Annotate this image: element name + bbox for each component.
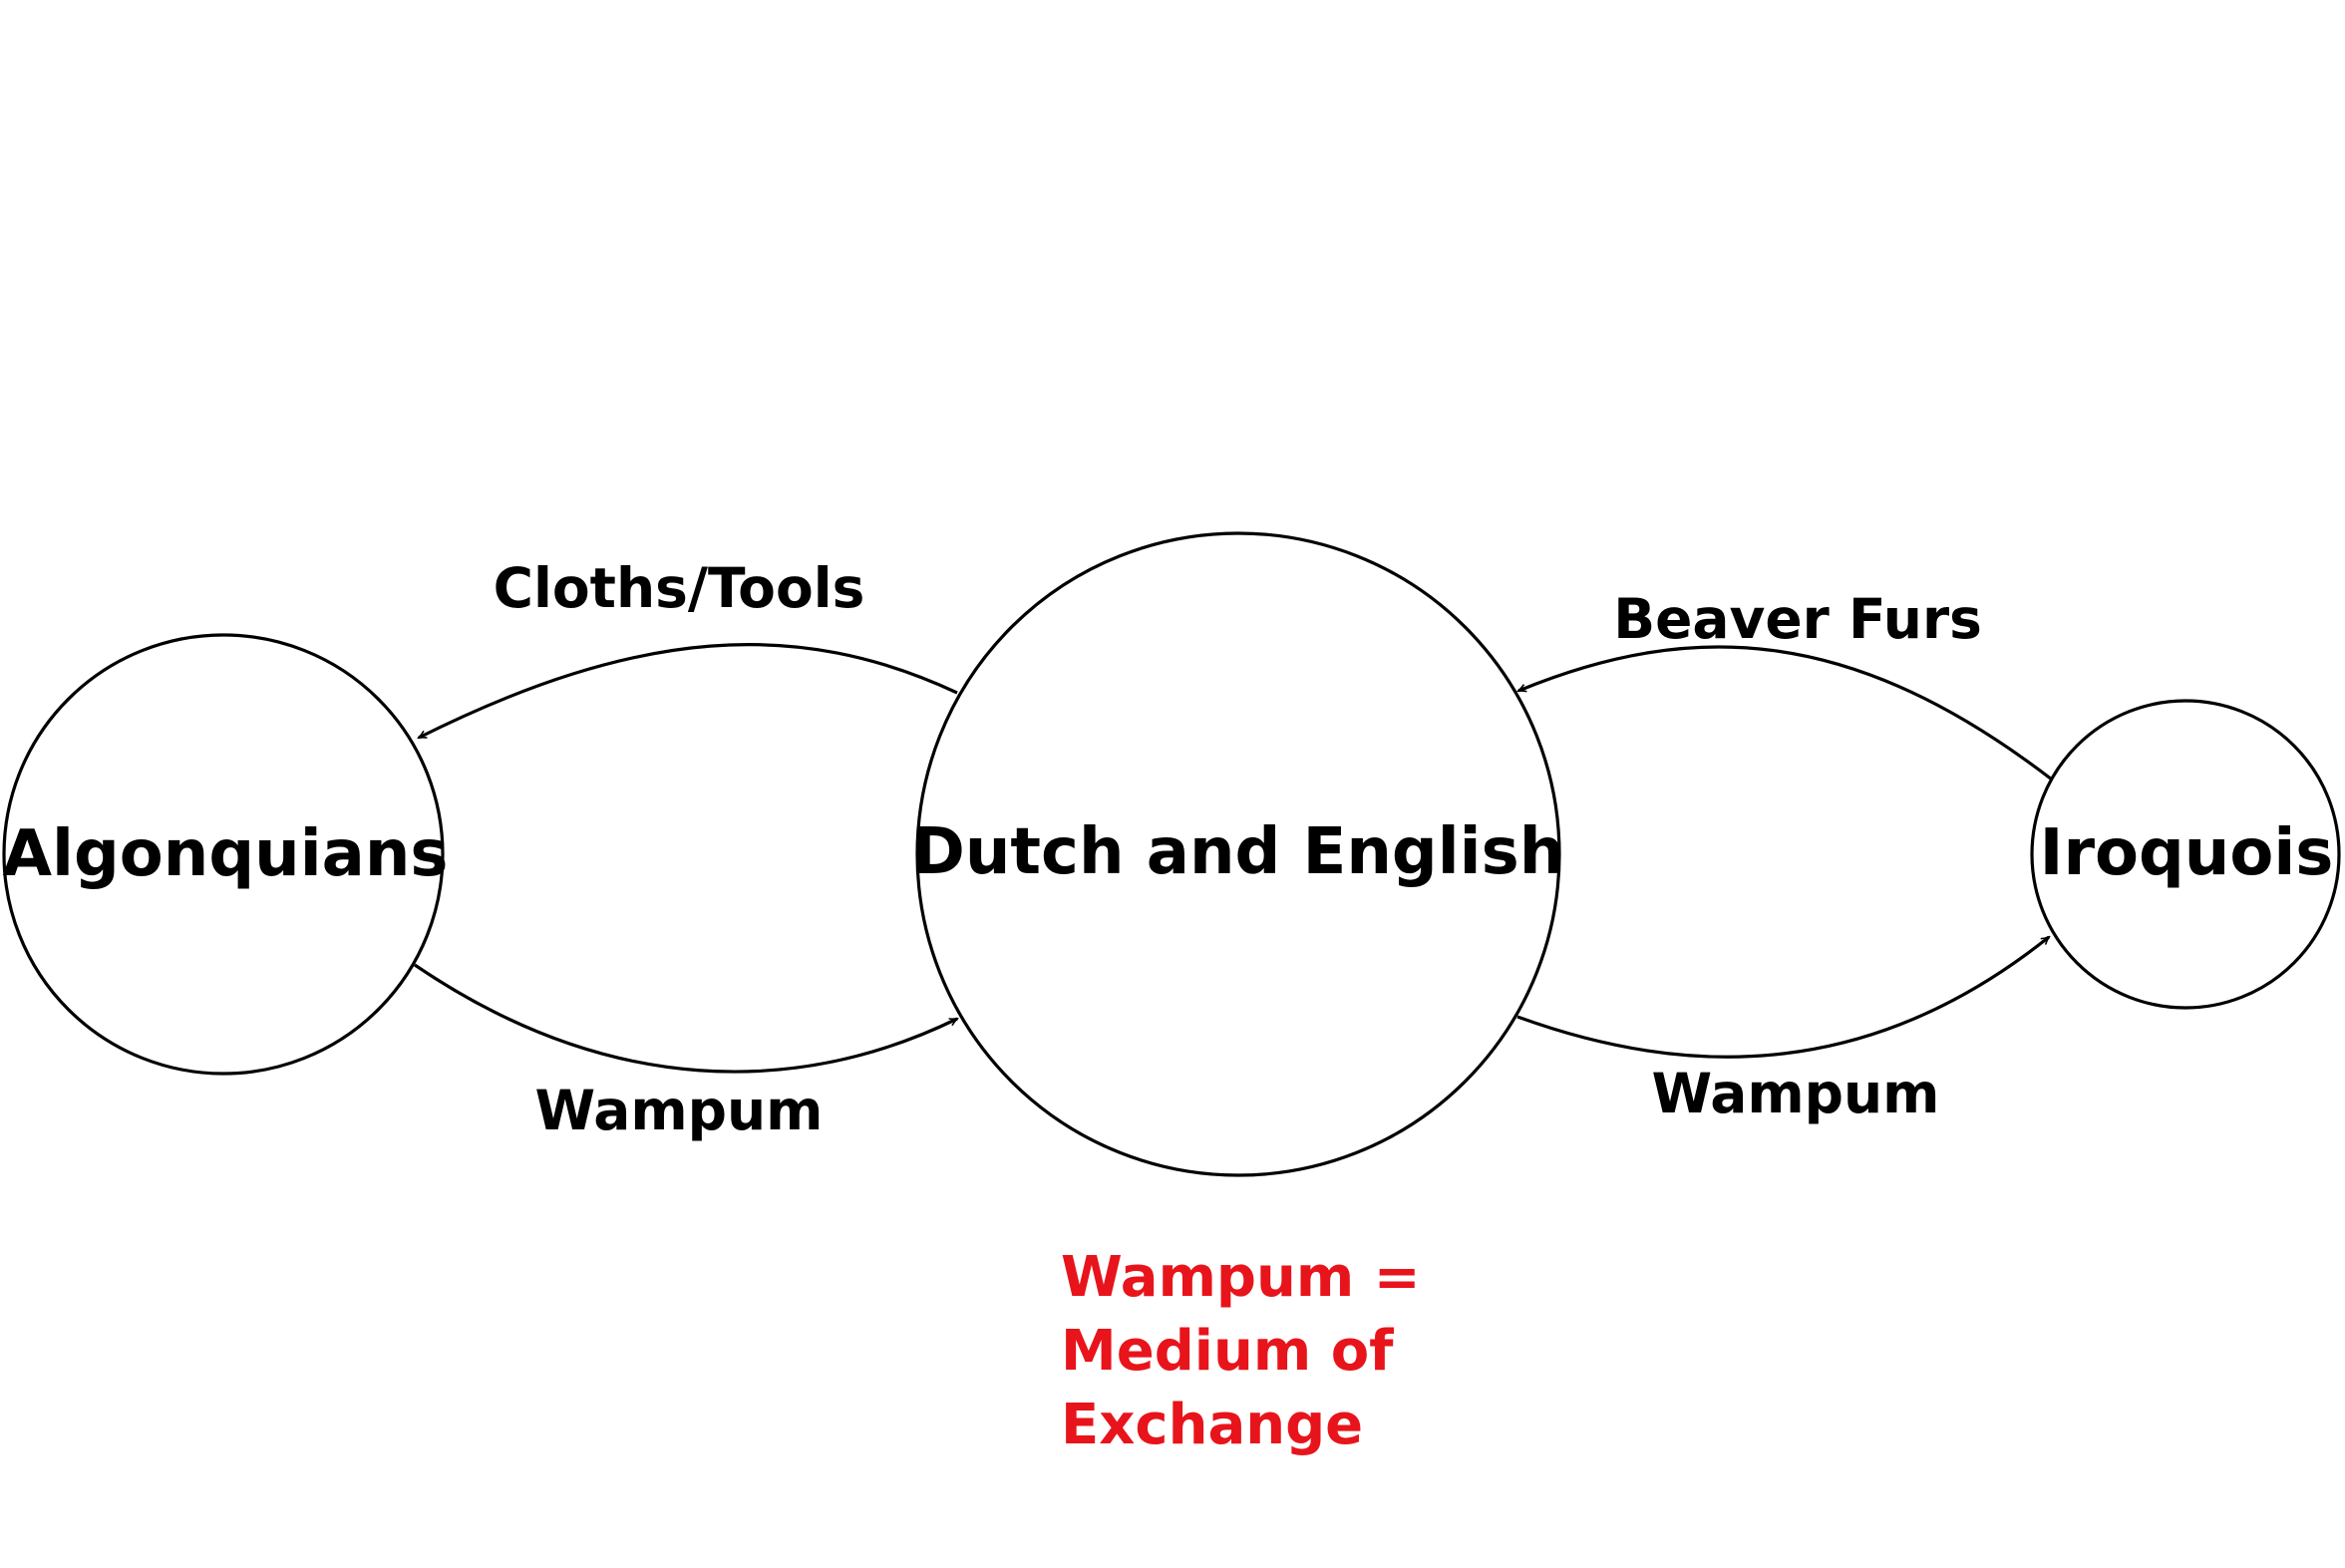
edge-cloths-tools-label: Cloths/Tools	[494, 556, 865, 620]
note-line-1: Wampum =	[1061, 1245, 1421, 1310]
node-dutch-english-label: Dutch and English	[912, 815, 1565, 889]
note-line-3: Exchange	[1061, 1393, 1363, 1457]
edge-wampum-right-arrow	[1516, 937, 2049, 1059]
node-iroquois	[2030, 699, 2341, 1010]
edge-wampum-left-arrow	[414, 963, 957, 1074]
edge-beaver-furs-label: Beaver Furs	[1613, 587, 1982, 651]
node-algonquians-label: Algonquians	[3, 817, 449, 891]
edge-cloths-tools-arrow	[419, 643, 958, 738]
node-iroquois-label: Iroquois	[2040, 816, 2334, 890]
wampum-note: Wampum = Medium of Exchange	[1061, 1245, 1421, 1457]
edge-wampum-right-label: Wampum	[1652, 1062, 1940, 1125]
node-dutch-english	[915, 531, 1561, 1177]
note-line-2: Medium of	[1061, 1319, 1394, 1384]
edge-beaver-furs-arrow	[1518, 645, 2053, 782]
node-algonquians	[2, 633, 445, 1076]
edge-wampum-left-label: Wampum	[535, 1079, 824, 1142]
